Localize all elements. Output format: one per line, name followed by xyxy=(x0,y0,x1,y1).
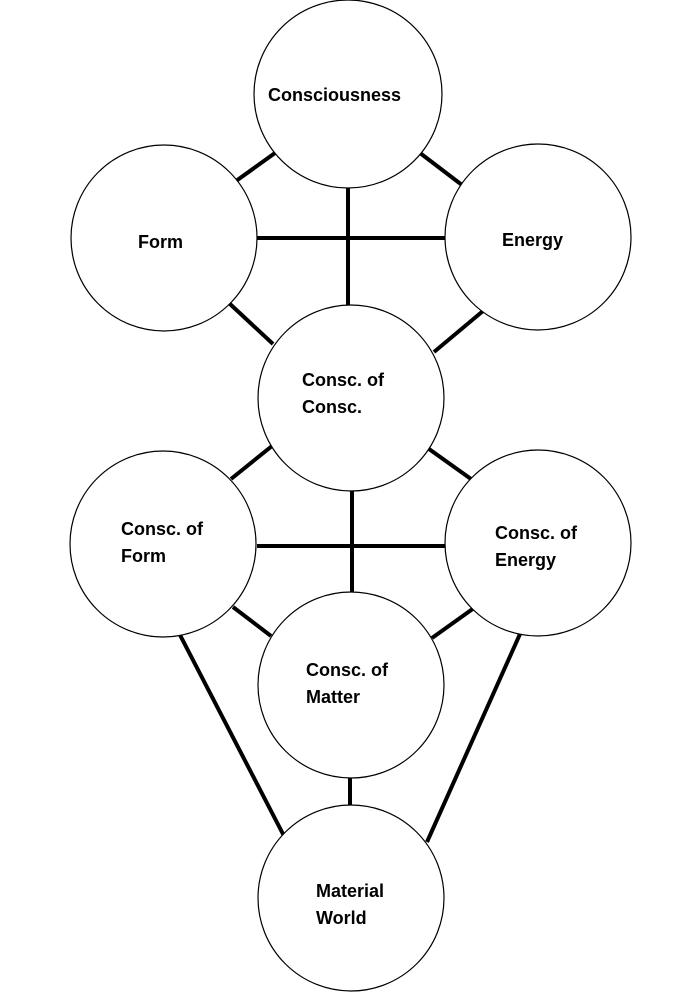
node-label-form: Form xyxy=(138,232,183,252)
connector-consciousness-energy xyxy=(418,151,464,187)
node-label-energy: Energy xyxy=(502,230,563,250)
node-energy: Energy xyxy=(444,143,632,331)
connector-consc-of-energy-consc-of-matter xyxy=(430,606,476,640)
node-consc-of-consc: Consc. of Consc. xyxy=(257,304,445,492)
connector-form-consc-of-consc xyxy=(228,302,275,346)
node-consc-of-energy: Consc. of Energy xyxy=(444,449,632,637)
node-consc-of-form: Consc. of Form xyxy=(69,450,257,638)
connector-consc-of-form-material-world xyxy=(178,634,286,837)
node-label-material-world: Material World xyxy=(316,881,389,928)
connector-consc-of-form-consc-of-matter xyxy=(231,605,273,638)
connector-consc-of-consc-consc-of-form xyxy=(229,444,274,481)
node-consc-of-matter: Consc. of Matter xyxy=(257,591,445,779)
node-material-world: Material World xyxy=(257,804,445,992)
node-consciousness: Consciousness xyxy=(253,0,443,189)
node-form: Form xyxy=(70,144,258,332)
node-label-consc-of-energy: Consc. of Energy xyxy=(495,523,582,570)
node-label-consc-of-consc: Consc. of Consc. xyxy=(302,370,389,417)
node-label-consc-of-matter: Consc. of Matter xyxy=(306,660,393,707)
connector-energy-consc-of-consc xyxy=(432,309,485,354)
connector-consciousness-form xyxy=(234,151,277,183)
node-label-consc-of-form: Consc. of Form xyxy=(121,519,208,566)
connector-consc-of-energy-material-world xyxy=(425,633,522,843)
node-label-consciousness: Consciousness xyxy=(268,85,401,105)
connector-consc-of-consc-consc-of-energy xyxy=(427,447,473,481)
